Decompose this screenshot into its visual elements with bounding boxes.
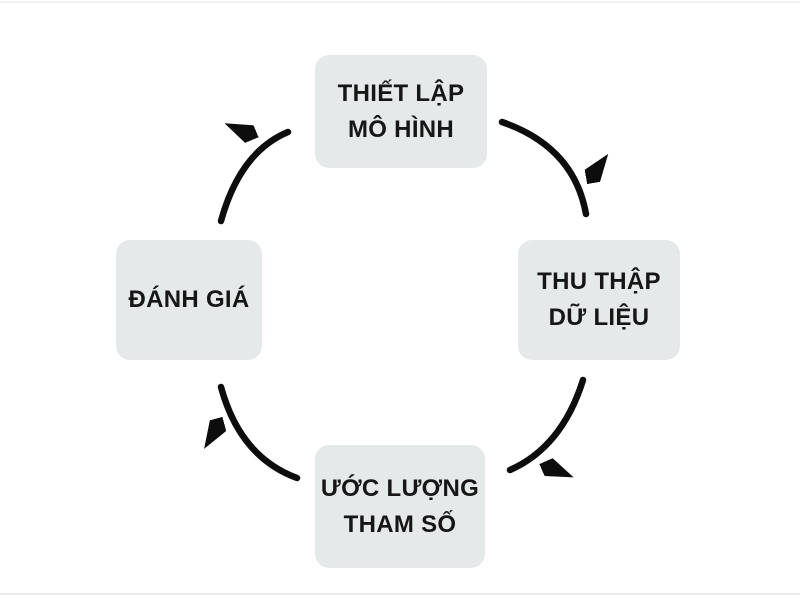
node-label-line: ĐÁNH GIÁ [128, 286, 250, 313]
arrow-top-to-right [498, 118, 586, 218]
node-label-line: THIẾT LẬP [337, 79, 465, 107]
arrow-left-to-top [217, 132, 292, 225]
node-label-line: DỮ LIỆU [548, 304, 650, 331]
arrow-bottom-to-left [221, 383, 301, 482]
node-label-line: ƯỚC LƯỢNG [320, 474, 480, 502]
node-label-line: THAM SỐ [343, 510, 457, 538]
node-danh-gia: ĐÁNH GIÁ [116, 240, 262, 360]
node-thiet-lap-mo-hinh: THIẾT LẬP MÔ HÌNH [315, 55, 487, 168]
node-thu-thap-du-lieu: THU THẬP DỮ LIỆU [518, 240, 680, 360]
node-uoc-luong-tham-so: ƯỚC LƯỢNG THAM SỐ [315, 445, 485, 568]
arrow-right-to-bottom [506, 376, 587, 470]
page-edge-top [0, 1, 800, 3]
node-label-line: THU THẬP [537, 268, 661, 295]
page-edge-bottom [0, 593, 800, 595]
node-label-line: MÔ HÌNH [347, 115, 455, 143]
